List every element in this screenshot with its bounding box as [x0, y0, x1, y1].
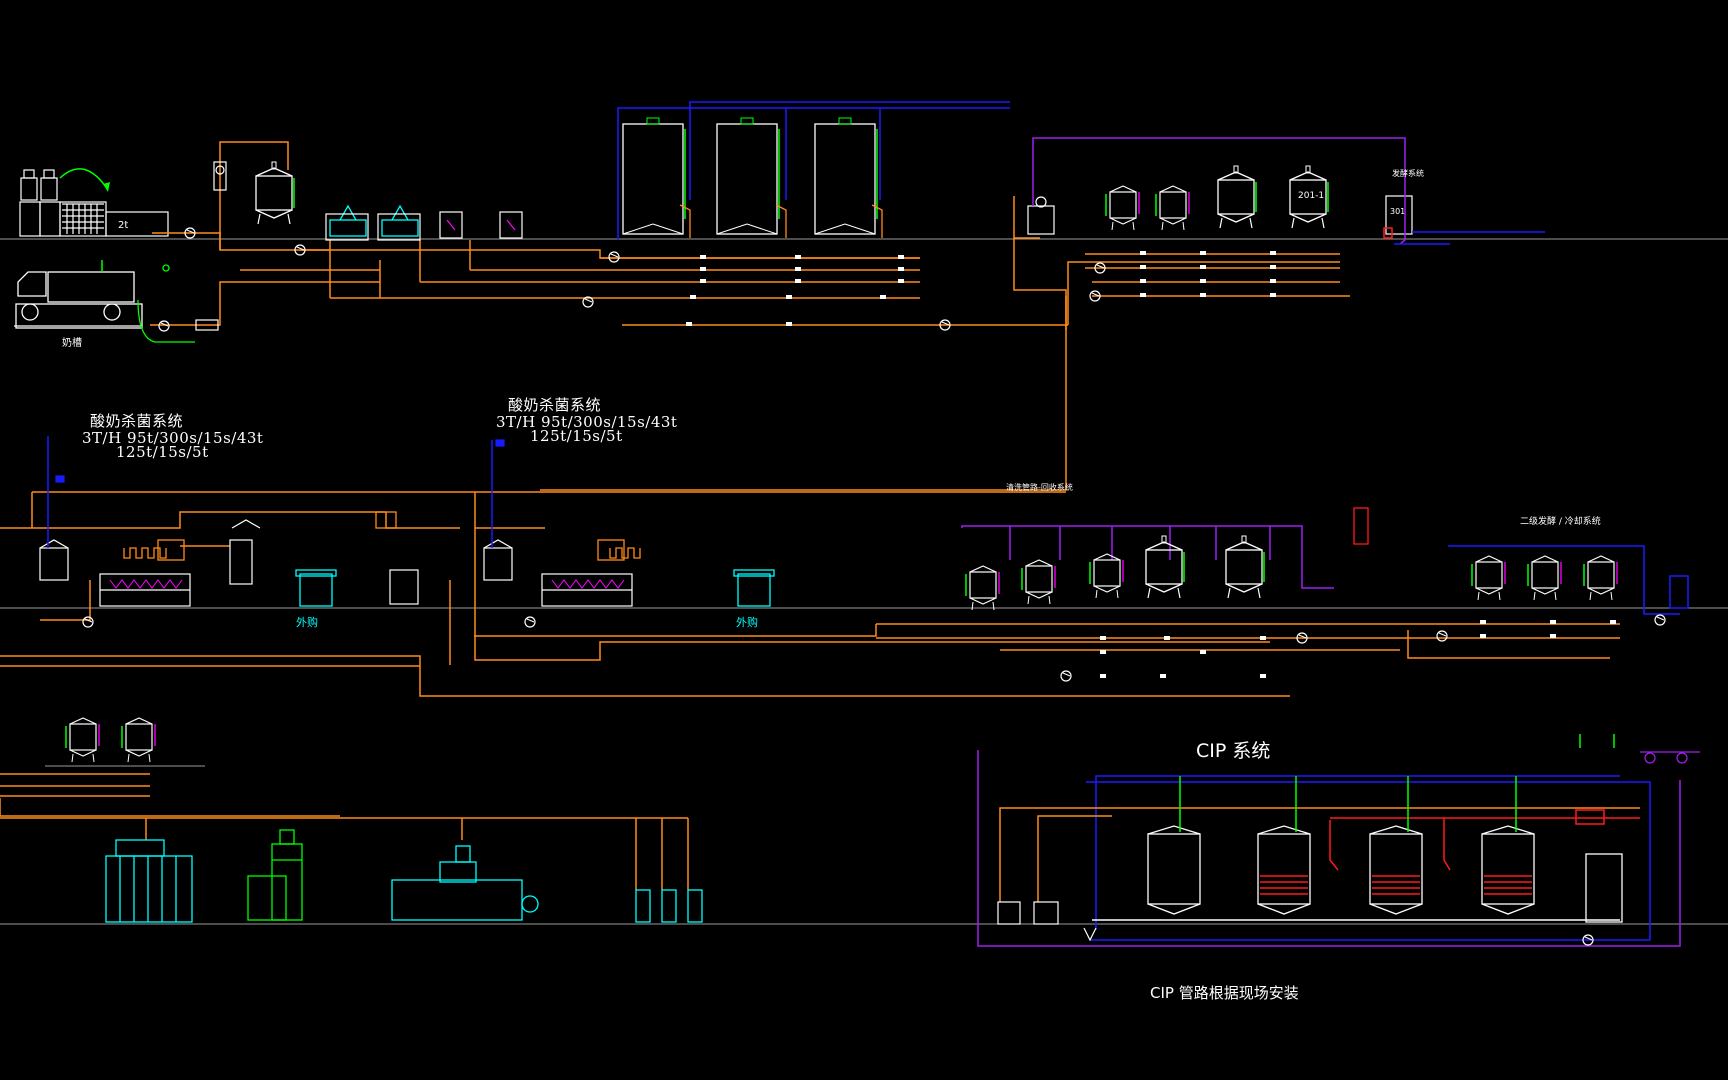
purple-supply-top [1032, 137, 1406, 245]
heat-exchanger-a [99, 573, 191, 607]
cip-tanks [1147, 825, 1623, 923]
separators [329, 204, 419, 237]
bottle-cylinders [635, 889, 703, 923]
top-right-pipes [540, 196, 1350, 491]
silo-water-lines [617, 101, 1010, 240]
milk-truck [14, 271, 143, 329]
floor-lines [0, 238, 1728, 925]
sterilizer-b-title: 酸奶杀菌系统 [508, 396, 602, 414]
top-right-equipment [1027, 195, 1413, 235]
cip-pumps [997, 901, 1097, 942]
receiving-tank [255, 161, 295, 225]
balance-tanks [39, 519, 513, 605]
return-line-label: 清洗管路-回收系统 [1006, 482, 1073, 492]
storage-silos [622, 117, 878, 235]
dosing-label: 发酵系统 [1392, 168, 1424, 178]
transfer-arrow [59, 168, 109, 191]
sterilizer-b-params-1: 3T/H 95t/300s/15s/43t [496, 413, 678, 431]
secondary-system-label: 二级发酵 / 冷却系统 [1520, 515, 1601, 527]
homogenizer-heaters [123, 511, 641, 561]
receiving-pipes [150, 141, 1340, 326]
cooling-tanks-right [1471, 555, 1618, 601]
sterilizer-a-params-2: 125t/15s/5t [116, 443, 209, 461]
filling-pipes [0, 773, 689, 890]
fermentation-supply [961, 525, 1334, 589]
filling-machine-pouch [391, 845, 539, 921]
tank-201-label: 201-1 [1298, 191, 1324, 201]
tank-301-label: 301 [1390, 207, 1405, 216]
sterilizer-b-params-2: 125t/15s/5t [530, 427, 623, 445]
truck-pump-assembly [137, 264, 195, 343]
truck-caption: 奶槽 [62, 336, 82, 349]
cip-frame [977, 750, 1681, 947]
sterilizer-a-params-1: 3T/H 95t/300s/15s/43t [82, 429, 264, 447]
mixing-tanks-top [1105, 165, 1329, 231]
milk-cans [19, 169, 169, 237]
filling-machine-cup [105, 839, 193, 923]
filling-machine-bottle [247, 829, 303, 921]
filling-buffer-tanks [65, 717, 156, 763]
cip-title: CIP 系统 [1196, 740, 1270, 762]
tank-2t-label: 2t [118, 220, 128, 231]
sterilizer-water-lines [47, 436, 493, 548]
cooling-a-label: 外购 [296, 615, 318, 629]
cip-level-sensors [1179, 734, 1615, 832]
heat-exchanger-a-plates [109, 579, 183, 589]
sterilizer-a-title: 酸奶杀菌系统 [90, 412, 184, 430]
cip-footer: CIP 管路根据现场安装 [1150, 984, 1299, 1002]
filter-unit [213, 161, 227, 191]
heat-exchanger-b [541, 573, 633, 607]
silo-outlets [679, 204, 883, 238]
cooling-b-label: 外购 [736, 615, 758, 629]
pipe-valves [686, 255, 904, 326]
cip-heating-coils [1260, 809, 1640, 895]
cooling-units [295, 569, 775, 607]
sterilizer-pipes [0, 491, 1620, 697]
